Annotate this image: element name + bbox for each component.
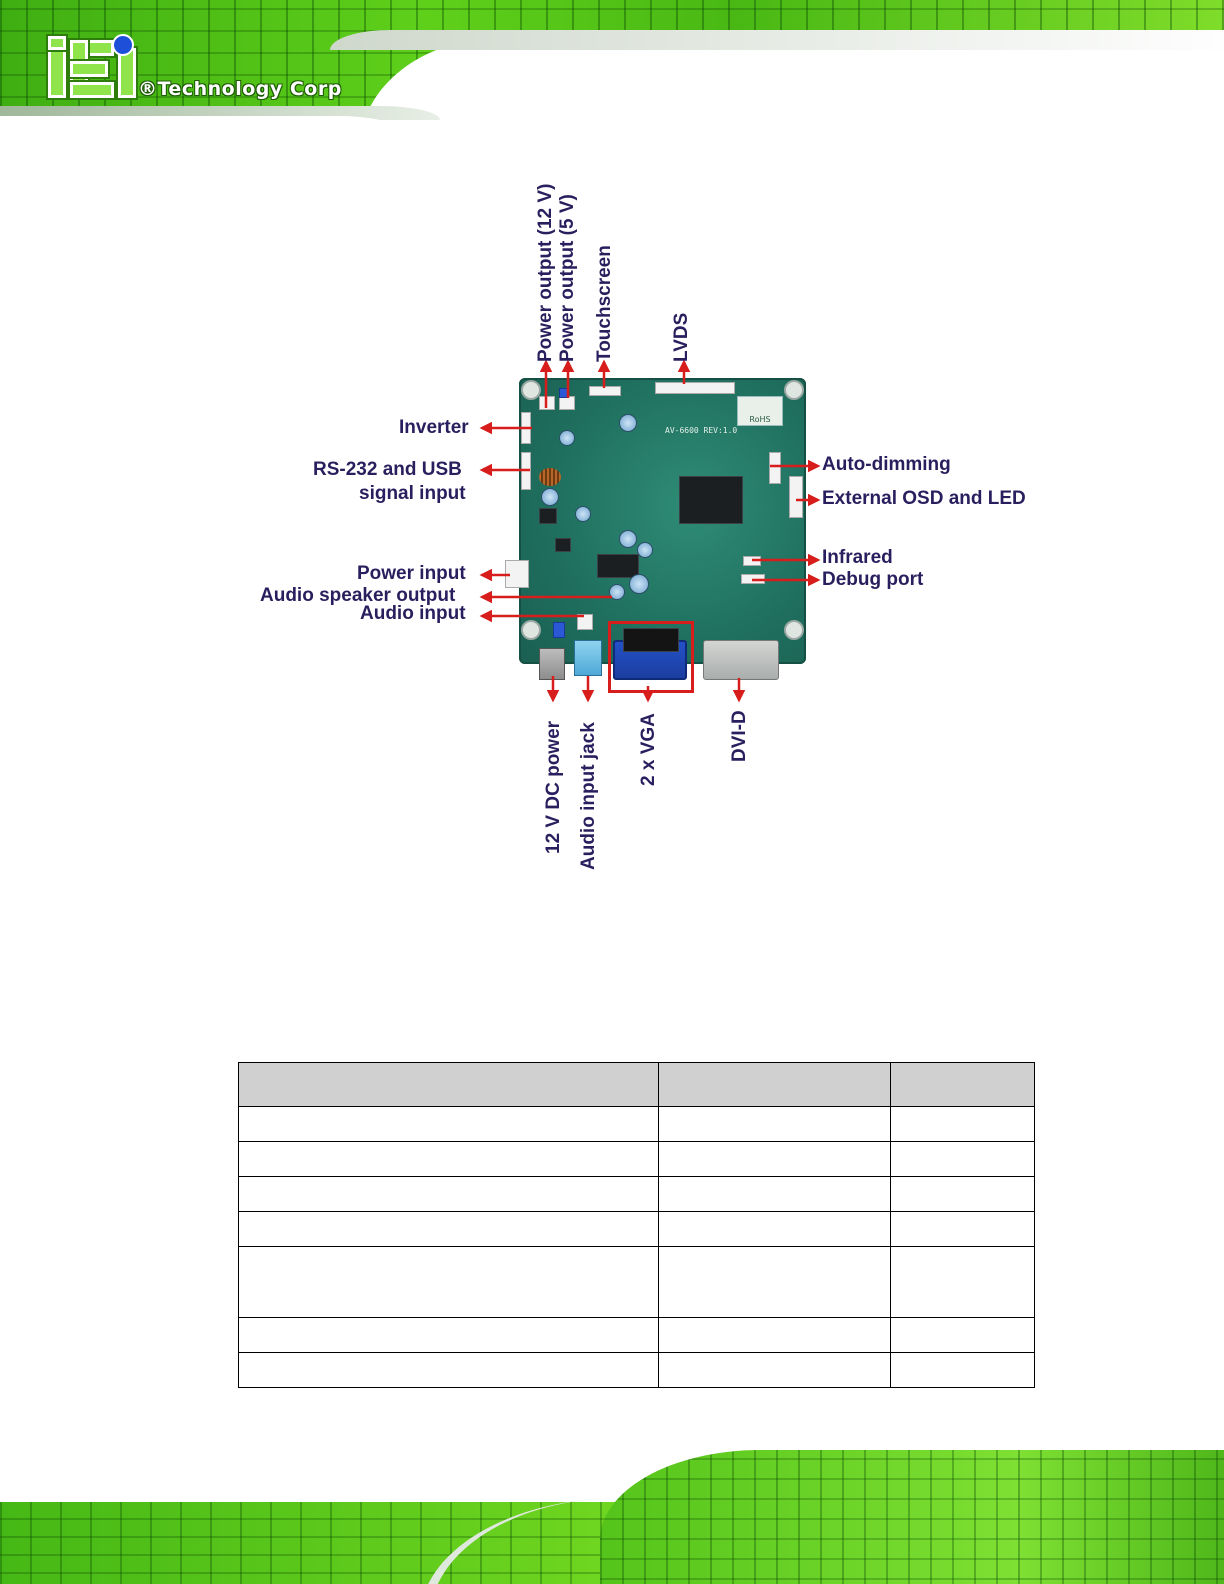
label-audio-input: Audio input [360, 603, 466, 624]
connector-table [238, 1062, 1035, 1388]
table-cell [658, 1352, 891, 1388]
label-audio-speaker-output: Audio speaker output [260, 585, 456, 606]
table-header-cell [658, 1062, 891, 1107]
table-cell [238, 1141, 659, 1177]
small-chip [539, 508, 557, 524]
table-cell [238, 1246, 659, 1318]
mounting-hole [784, 620, 804, 640]
label-auto-dimming: Auto-dimming [822, 454, 951, 475]
footer-green-right [600, 1450, 1224, 1584]
table-cell [658, 1246, 891, 1318]
table-row [238, 1176, 1035, 1212]
header-banner: ®Technology Corp [0, 0, 1224, 142]
table-cell [238, 1317, 659, 1353]
table-row [238, 1106, 1035, 1142]
regulator-chip [597, 554, 639, 578]
dvi-connector [703, 640, 779, 680]
label-audio-input-jack: Audio input jack [578, 722, 599, 870]
capacitor [559, 430, 575, 446]
table-cell [238, 1176, 659, 1212]
table-row [238, 1246, 1035, 1318]
table-cell [658, 1211, 891, 1247]
table-cell [238, 1106, 659, 1142]
capacitor [541, 488, 559, 506]
external-osd-connector [789, 476, 803, 518]
table-cell [658, 1141, 891, 1177]
label-power-input: Power input [357, 563, 466, 584]
table-cell [238, 1352, 659, 1388]
iei-logo [48, 36, 136, 98]
capacitor [629, 574, 649, 594]
table-row [238, 1352, 1035, 1388]
label-2x-vga: 2 x VGA [638, 713, 659, 786]
capacitor [619, 414, 637, 432]
auto-dimming-connector [769, 452, 781, 484]
logo-company-name: ®Technology Corp [138, 78, 342, 100]
infrared-connector [743, 556, 761, 566]
table-cell [238, 1211, 659, 1247]
main-controller-chip [679, 476, 743, 524]
banner-white-sweep [360, 38, 1224, 142]
small-chip [555, 538, 571, 552]
capacitor [619, 530, 637, 548]
touchscreen-connector [589, 386, 621, 396]
table-cell [890, 1176, 1035, 1212]
table-row [238, 1141, 1035, 1177]
label-debug-port: Debug port [822, 569, 924, 590]
power-out-5v-connector [559, 396, 575, 410]
dc-power-jack-part [539, 648, 565, 680]
mounting-hole [521, 380, 541, 400]
table-row [238, 1211, 1035, 1247]
label-power-output-5v: Power output (5 V) [557, 194, 578, 362]
label-rs232-usb-line2: signal input [359, 483, 466, 504]
board-silkscreen: AV-6600 REV:1.0 [665, 426, 738, 435]
label-external-osd-led: External OSD and LED [822, 488, 1026, 509]
audio-input-jack-part [574, 640, 602, 676]
jumper [559, 388, 569, 398]
vga-highlight-box [608, 621, 694, 693]
capacitor [575, 506, 591, 522]
table-header-cell [890, 1062, 1035, 1107]
table-header-row [238, 1062, 1035, 1107]
logo-blue-dot [112, 34, 134, 56]
board-photo: AV-6600 REV:1.0 RoHS [505, 378, 806, 680]
label-rs232-usb-line1: RS-232 and USB [313, 459, 462, 480]
label-power-output-12v: Power output (12 V) [535, 183, 556, 362]
table-header-cell [238, 1062, 659, 1107]
banner-lower-band [0, 116, 420, 142]
table-cell [658, 1176, 891, 1212]
power-input-connector [505, 560, 529, 588]
lvds-connector [655, 382, 735, 394]
table-cell [890, 1317, 1035, 1353]
label-inverter: Inverter [399, 417, 469, 438]
debug-port-connector [741, 574, 765, 584]
table-row [238, 1317, 1035, 1353]
label-dvi-d: DVI-D [729, 710, 750, 762]
table-cell [890, 1246, 1035, 1318]
power-out-12v-connector [539, 396, 555, 410]
table-cell [890, 1211, 1035, 1247]
inductor-coil [539, 468, 561, 486]
label-12v-dc-power: 12 V DC power [543, 720, 564, 854]
table-cell [658, 1106, 891, 1142]
vga-header [623, 628, 679, 652]
mounting-hole [521, 620, 541, 640]
inverter-connector [521, 412, 531, 444]
banner-grey-sweep [330, 30, 1224, 50]
rs232-usb-connector [521, 452, 531, 490]
table-cell [890, 1352, 1035, 1388]
label-touchscreen: Touchscreen [594, 245, 615, 362]
capacitor [637, 542, 653, 558]
table-cell [890, 1141, 1035, 1177]
table-cell [658, 1317, 891, 1353]
jumper [553, 622, 565, 638]
footer-banner [0, 1440, 1224, 1584]
audio-input-connector [577, 614, 593, 630]
capacitor [609, 584, 625, 600]
mounting-hole [784, 380, 804, 400]
label-lvds: LVDS [671, 312, 692, 362]
rohs-label: RoHS [737, 396, 783, 426]
table-cell [890, 1106, 1035, 1142]
label-infrared: Infrared [822, 547, 893, 568]
